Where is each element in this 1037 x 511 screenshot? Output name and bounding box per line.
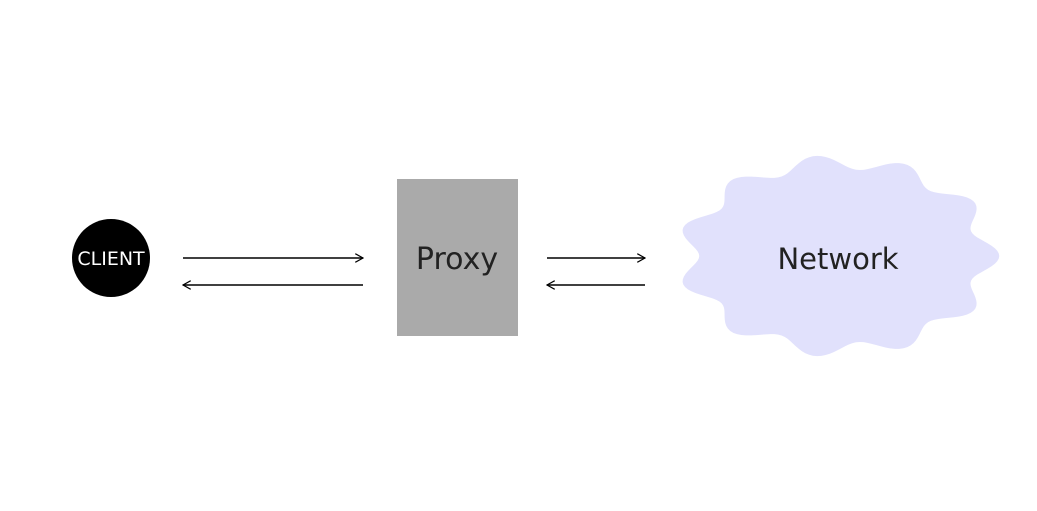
network-label: Network	[777, 242, 898, 276]
client-circle	[72, 219, 150, 297]
client-proxy-arrows	[183, 258, 363, 285]
network-node: Network	[682, 155, 1000, 357]
client-label: CLIENT	[77, 248, 145, 270]
proxy-network-arrows	[547, 258, 645, 285]
client-node: CLIENT	[72, 219, 150, 297]
network-cloud	[682, 155, 1000, 357]
proxy-node: Proxy	[397, 179, 518, 336]
proxy-label: Proxy	[416, 242, 498, 277]
proxy-box	[397, 179, 518, 336]
